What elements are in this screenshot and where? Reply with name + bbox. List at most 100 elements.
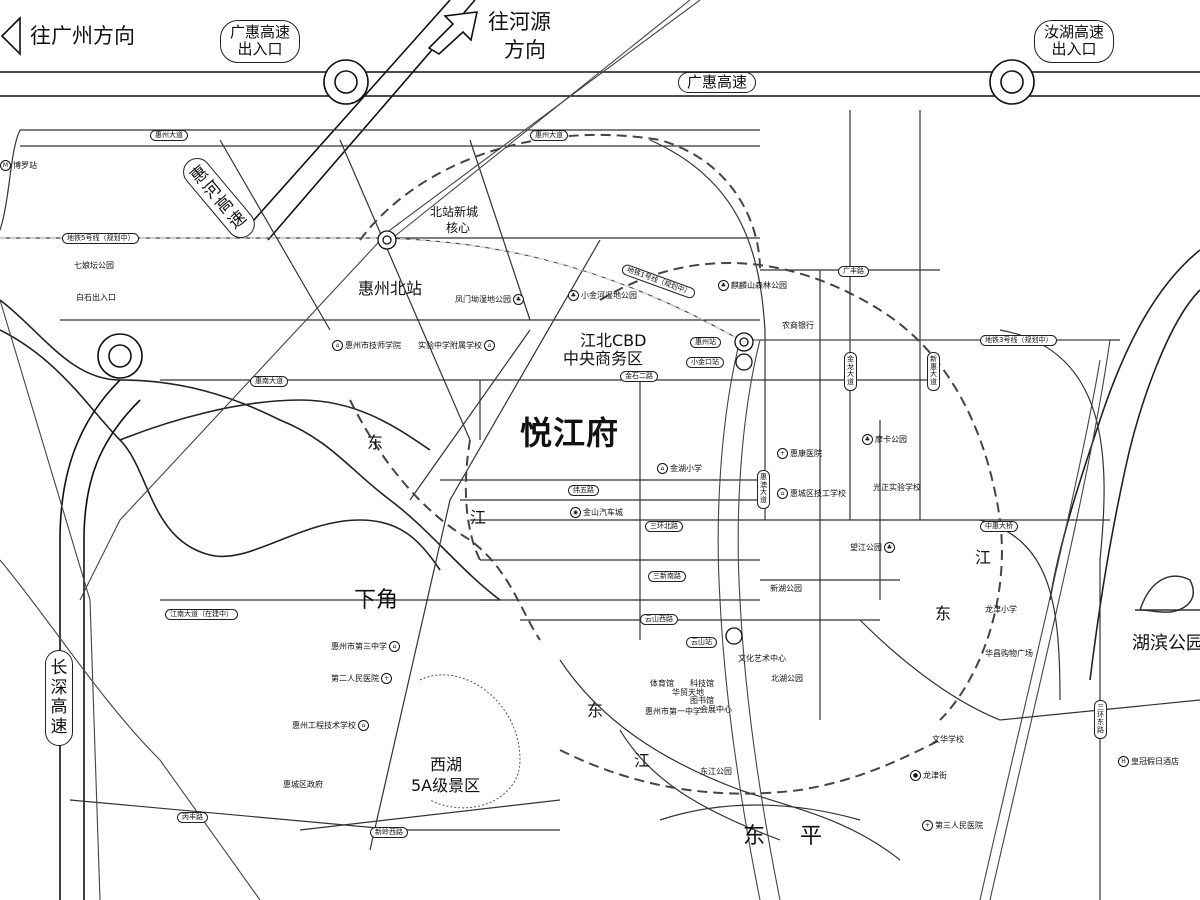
district-xihu-1: 西湖 (430, 755, 463, 774)
road-sanhuan-e: 三环东路 (1094, 700, 1107, 739)
park-icon: ♣ (718, 280, 729, 291)
poi-xiaojinhe-park: ♣小金河湿地公园 (568, 290, 637, 301)
interchanges (97, 59, 1035, 379)
road-zhongkai-bridge: 中惠大桥 (980, 521, 1018, 532)
road-huinan-ave: 惠南大道 (250, 376, 288, 387)
huizhou-north-station: 惠州北站 (358, 279, 423, 298)
road-jiangnan-ave: 江南大道（在建中） (165, 609, 238, 620)
district-cbd-2: 中央商务区 (563, 349, 644, 368)
poi-jinshan-car: ◉金山汽车城 (570, 507, 623, 518)
district-xihu-2: 5A级景区 (411, 776, 481, 795)
road-huizhou-ave-w: 惠州大道 (150, 130, 188, 141)
hospital-icon: + (777, 448, 788, 459)
hotel-icon: H (1118, 756, 1129, 767)
river-label-e1: 江 (975, 548, 992, 567)
school-icon: ⌂ (777, 488, 788, 499)
poi-eng-school: 惠州工程技术学校⌂ (292, 720, 369, 731)
poi-huicheng-tech: ⌂惠城区技工学校 (777, 488, 846, 499)
poi-no1-middle: 惠州市第一中学 (645, 707, 701, 716)
lake-park-silhouette (1135, 575, 1200, 613)
school-icon: ⌂ (657, 463, 668, 474)
poi-xinhu-park: 新湖公园 (770, 584, 802, 593)
arrow-northeast-icon (427, 11, 479, 55)
road-bingfeng: 丙丰路 (177, 812, 208, 823)
poi-huikang-hospital: +惠康医院 (777, 448, 822, 459)
poi-sports-center: 体育馆 (650, 679, 674, 688)
poi-baishi-exit: 白石出入口 (76, 293, 116, 302)
poi-qilinshan-park: ♣麒麟山森林公园 (718, 280, 787, 291)
park-icon: ♣ (862, 434, 873, 445)
river-label-w1: 东 (367, 433, 384, 452)
poi-library: 图书馆 (690, 696, 714, 705)
north-core-1: 北站新城 (430, 205, 479, 219)
poi-gov: 惠城区政府 (283, 780, 323, 789)
road-xinhui-ave: 新惠大道 (927, 352, 940, 391)
direction-heyuan-1: 往河源 (488, 10, 551, 34)
river-outline (0, 249, 1200, 681)
lake-park: 湖滨公园 (1132, 633, 1200, 654)
poi-huachang-plaza: 华昌购物广场 (985, 649, 1033, 658)
arrow-left-icon (0, 16, 21, 56)
park-icon: ♣ (568, 290, 579, 301)
poi-no3-middle: 惠州市第三中学⌂ (331, 641, 400, 652)
metro-icon: M (0, 160, 11, 171)
river-label-w2: 江 (470, 508, 487, 527)
north-core-2: 核心 (446, 221, 471, 235)
poi-longjin-school: 龙津小学 (985, 605, 1017, 614)
river-label-s2: 江 (634, 751, 651, 770)
poi-fengmen-park: 凤门坳湿地公园♣ (455, 294, 524, 305)
school-icon: ⌂ (389, 641, 400, 652)
poi-agri-bank: 农商银行 (782, 321, 814, 330)
poi-wangjiang-park: 望江公园♣ (850, 542, 895, 553)
road-jinlong-ave: 金龙大道 (844, 352, 857, 391)
exit-guanghui: 广惠高速出入口 (220, 20, 301, 63)
road-metro5: 地铁5号线（规划中） (62, 233, 140, 244)
river-label-e2: 东 (935, 604, 952, 623)
district-cbd-1: 江北CBD (580, 331, 647, 350)
poi-wenhua-school: 文华学校 (932, 735, 964, 744)
poi-expo-center: 会展中心 (700, 705, 732, 714)
road-weiwu: 纬五路 (568, 485, 599, 496)
road-guangfeng: 广丰路 (838, 266, 869, 277)
school-icon: ⌂ (358, 720, 369, 731)
road-huizhou-ave-n: 惠州大道 (530, 130, 568, 141)
road-xiaojinkou-station: 小金口站 (686, 357, 724, 368)
poi-shiyan-school: 实验中学附属学校⌂ (418, 340, 495, 351)
district-xiajiao: 下角 (354, 588, 399, 613)
dashed-route (349, 133, 1003, 795)
poi-guangzheng-school: 光正实验学校 (873, 483, 921, 492)
park-icon: ♣ (513, 294, 524, 305)
river-label-s1: 东 (587, 701, 604, 720)
poi-north-lake-park: 北湖公园 (771, 674, 803, 683)
road-jinshi-2: 金石二路 (620, 371, 658, 382)
district-dongping-2: 平 (800, 824, 823, 849)
project-label: 悦江府 (520, 414, 620, 452)
hospital-icon: + (922, 820, 933, 831)
poi-qiniangtan-park: 七娘坛公园 (74, 261, 114, 270)
poi-art-center: 文化艺术中心 (738, 654, 786, 663)
poi-huamao: 华贸天地 (672, 688, 704, 697)
district-dongping-1: 东 (743, 824, 766, 849)
poi-dongjiang-park: 东江公园 (700, 767, 732, 776)
park-icon: ♣ (884, 542, 895, 553)
car-icon: ◉ (570, 507, 581, 518)
poi-longjin-street: ●龙津街 (910, 770, 947, 781)
road-yunshan-w: 云山西路 (640, 614, 678, 625)
road-xinling-w: 新岭西路 (370, 827, 408, 838)
west-lake (419, 674, 521, 809)
poi-science-museum: 科技馆 (690, 679, 714, 688)
poi-technician-school: ⌂惠州市技师学院 (332, 340, 401, 351)
road-sanhuan-n: 三环北路 (645, 521, 683, 532)
direction-heyuan-2: 方向 (504, 38, 546, 62)
school-icon: ⌂ (332, 340, 343, 351)
school-icon: ⌂ (484, 340, 495, 351)
highway-guanghui: 广惠高速 (678, 72, 757, 93)
hospital-icon: + (381, 673, 392, 684)
highway-changshen: 长深高速 (45, 650, 73, 747)
poi-third-hospital: +第三人民医院 (922, 820, 983, 831)
pin-icon: ● (910, 770, 921, 781)
poi-jinhu-school: ⌂金湖小学 (657, 463, 702, 474)
poi-no2-hospital: 第二人民医院+ (331, 673, 392, 684)
